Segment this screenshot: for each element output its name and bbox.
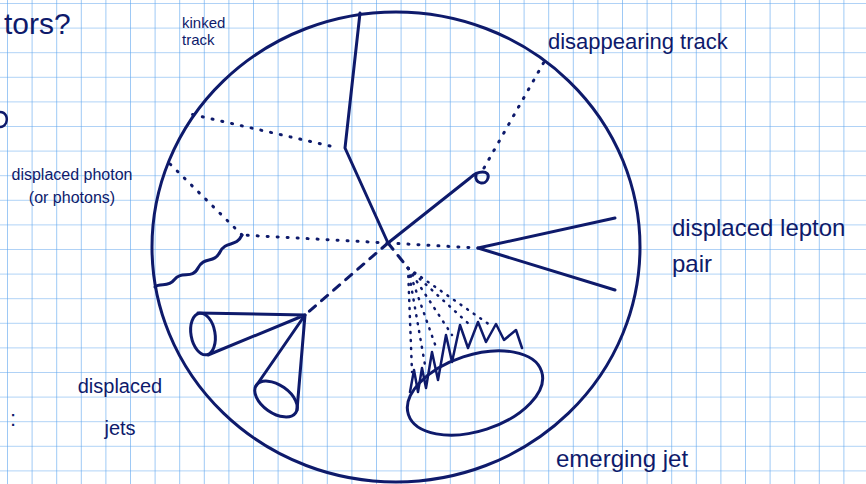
dotted-track — [242, 235, 388, 243]
disappearing-track — [388, 172, 488, 243]
detector-outline — [152, 12, 640, 482]
jet-cone — [248, 374, 303, 424]
dotted-track — [166, 160, 242, 235]
annotation-label: kinked track — [182, 14, 252, 48]
annotation-label: displaced jets — [60, 365, 180, 449]
annotation-label: : — [10, 406, 16, 432]
emerging-jet-cone — [397, 335, 554, 451]
dashed-track — [388, 243, 408, 268]
jet-cone — [256, 315, 305, 410]
annotation-label: disappearing track — [548, 28, 728, 56]
annotation-label: displaced lepton pair — [672, 210, 862, 282]
dotted-track — [388, 243, 478, 248]
stray-mark — [0, 112, 7, 127]
dotted-track — [186, 113, 330, 146]
emerging-tracks — [408, 268, 490, 372]
annotation-label: displaced photon (or photons) — [8, 163, 136, 209]
annotation-label: tors? — [4, 6, 71, 42]
kinked-track — [345, 13, 388, 243]
jet-cone — [188, 311, 219, 357]
dashed-track — [305, 243, 388, 315]
annotation-label: emerging jet — [556, 444, 688, 474]
dotted-track — [484, 55, 548, 168]
lepton-track — [478, 218, 615, 290]
photon-wave — [155, 235, 242, 287]
